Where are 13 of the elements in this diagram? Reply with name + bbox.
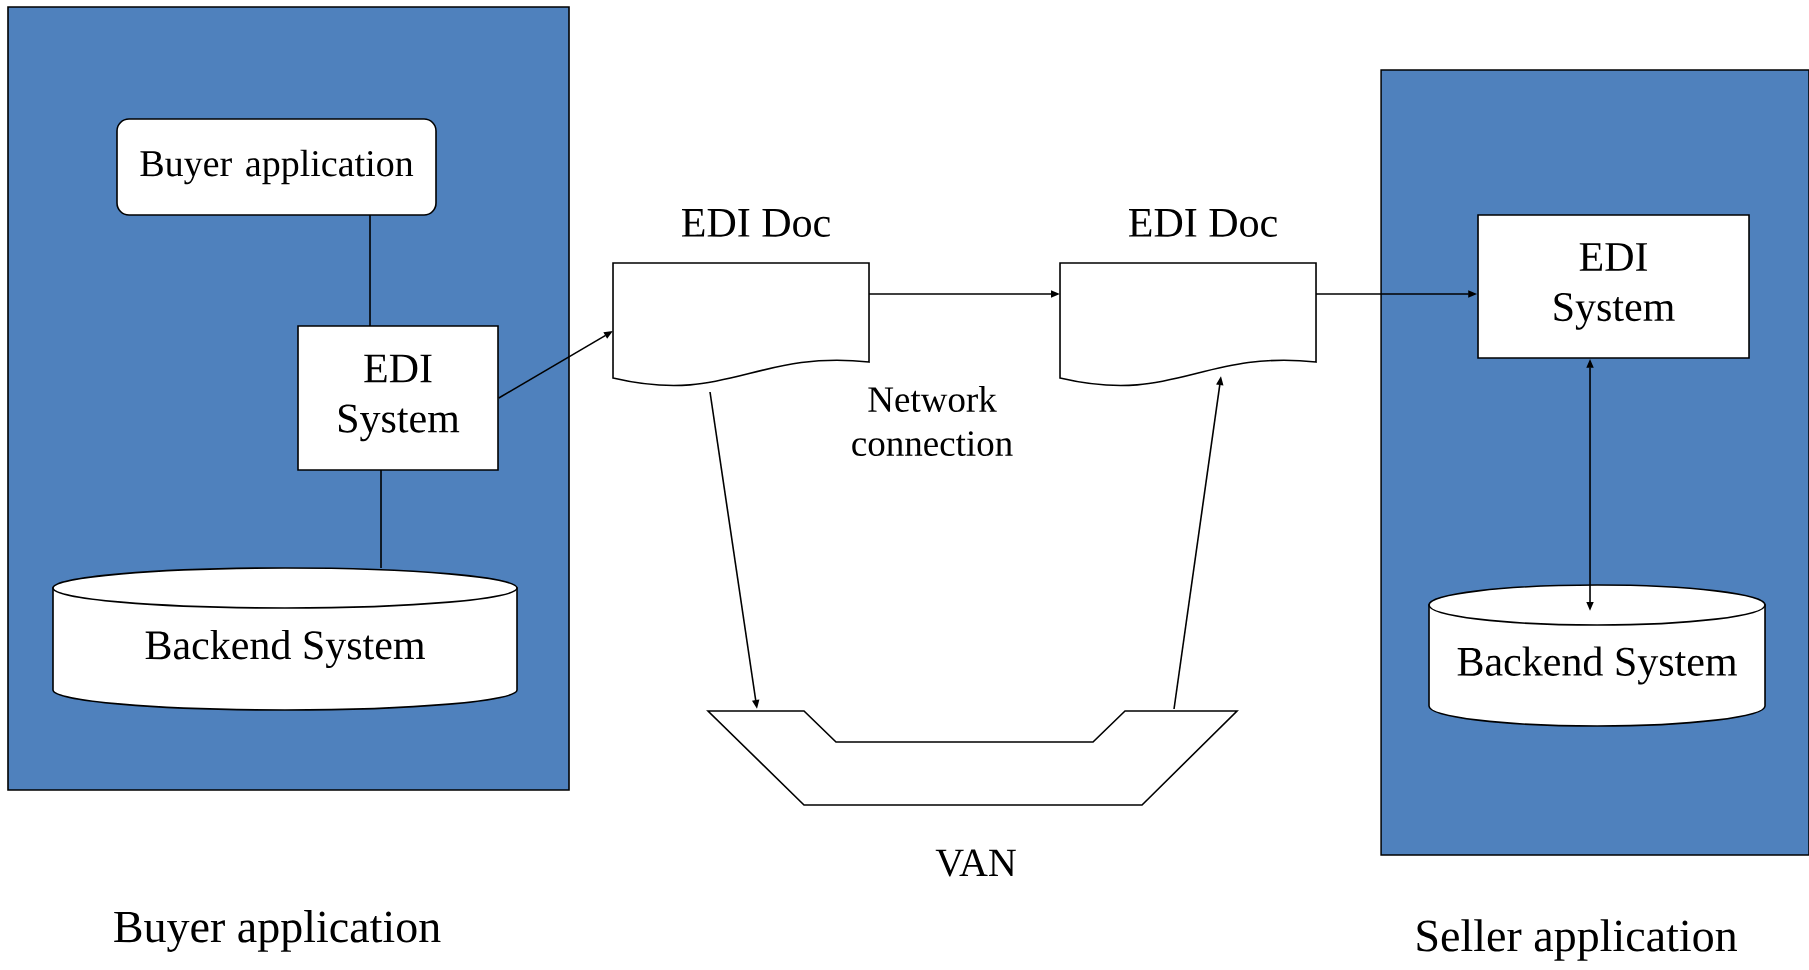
note-label: Network connection [852,386,1013,456]
node-label: Seller application [1417,919,1737,961]
node-label: VAN [935,849,1016,877]
node-label: EDI Doc [1129,209,1277,237]
database-cylinder: Backend System [52,567,518,711]
connector-line [380,469,382,569]
system-box: EDI System [297,325,499,471]
database-cylinder: Backend System [1428,584,1766,727]
system-box: EDI System [1477,214,1750,359]
node-label: Buyer application [114,910,441,952]
node-label: EDI Doc [682,209,830,237]
application-box: Buyer application [116,118,437,216]
connector-line [369,214,371,327]
